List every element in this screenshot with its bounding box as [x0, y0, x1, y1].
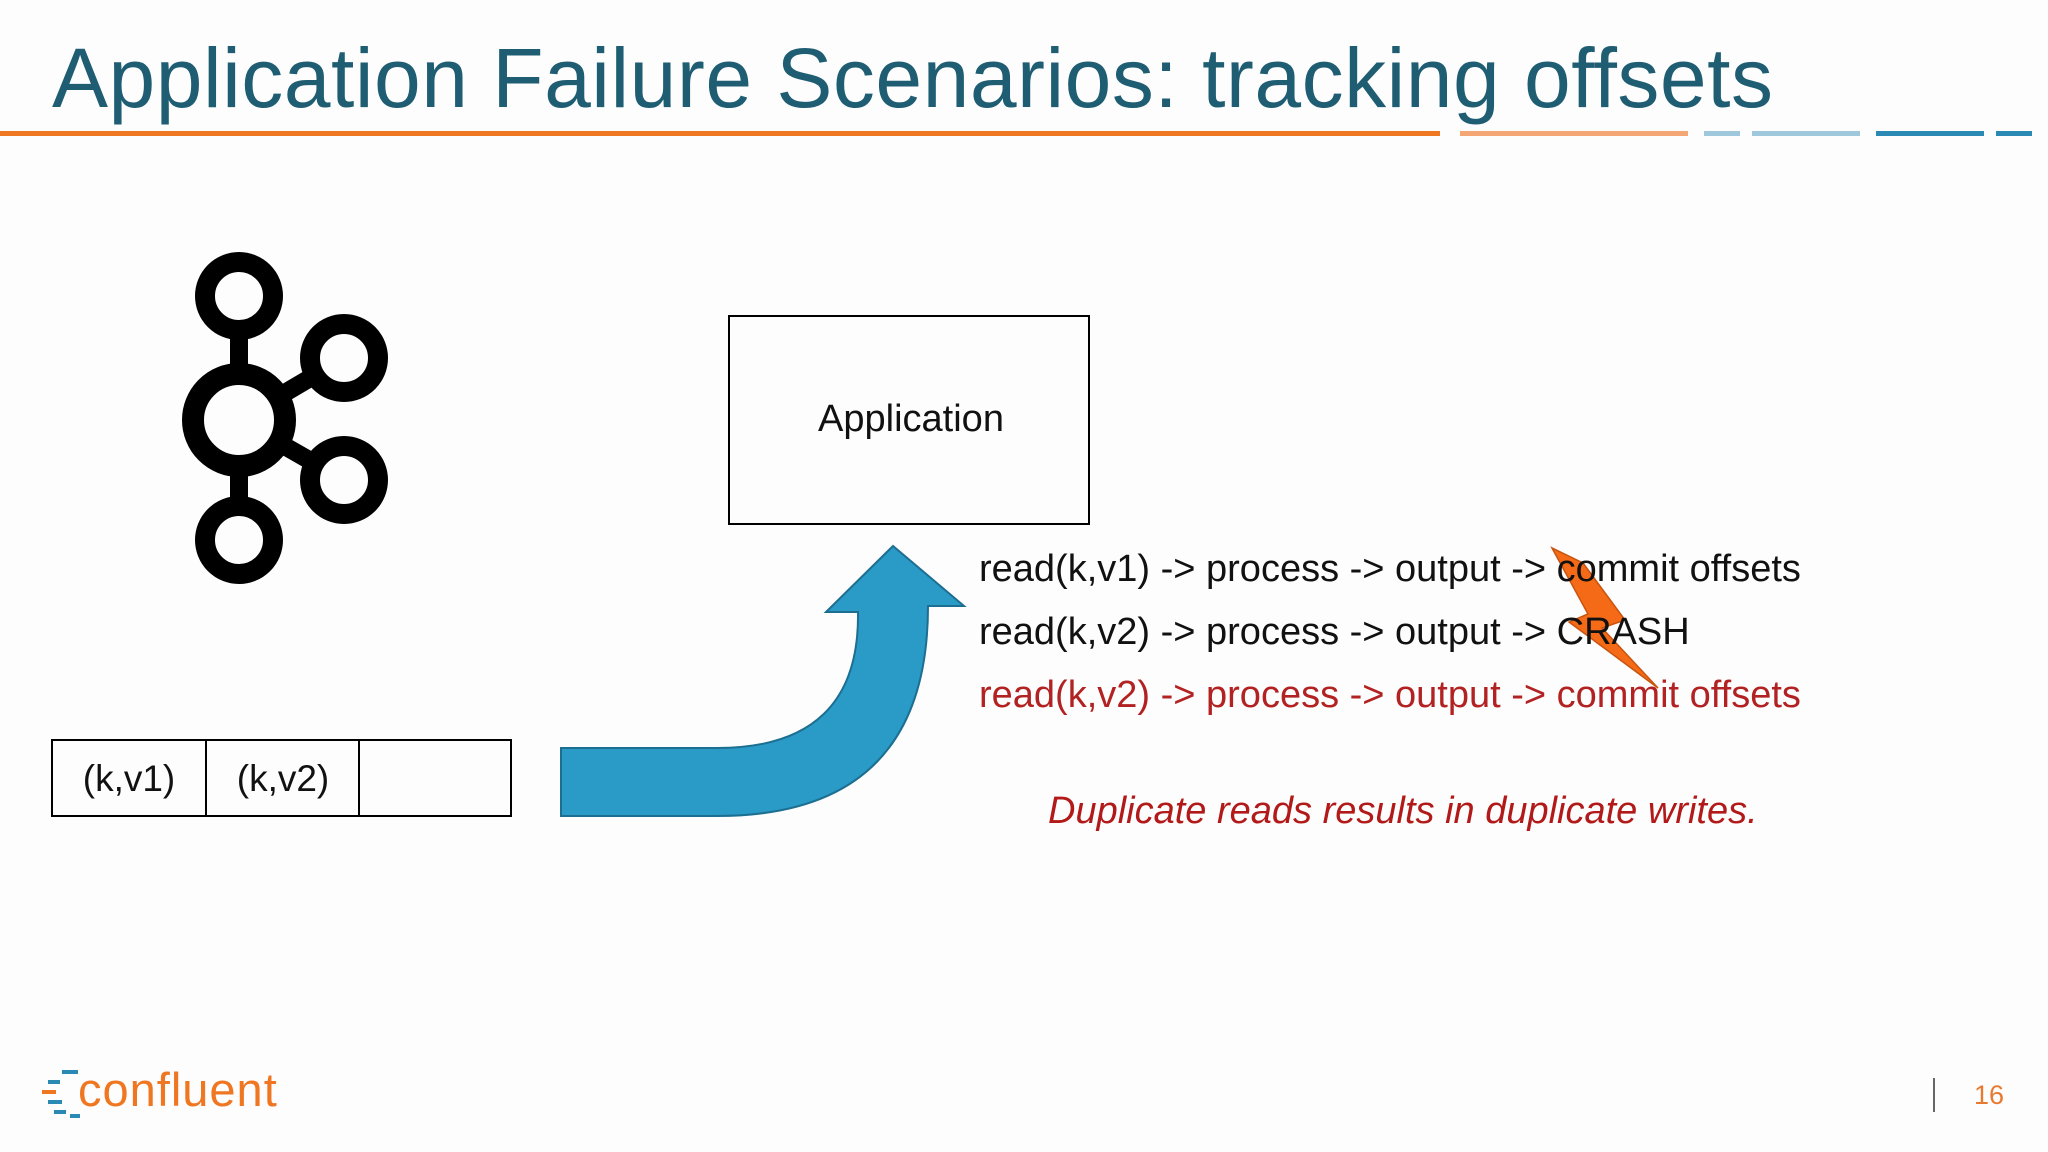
- title-rule-blue-1: [1876, 131, 1984, 136]
- log-cell-2: (k,v2): [236, 758, 330, 799]
- application-label: Application: [818, 397, 1004, 440]
- application-box: [728, 315, 1090, 525]
- title-rule-blue-2: [1996, 131, 2032, 136]
- confluent-logo-icon: [42, 1070, 80, 1118]
- confluent-logo-text: confluent: [78, 1063, 278, 1116]
- process-line-2: read(k,v2) -> process -> output -> CRASH: [979, 611, 1690, 653]
- log-cell-1: (k,v1): [82, 758, 176, 799]
- kafka-logo-icon: [182, 252, 388, 584]
- title-rule-blue-light-1: [1704, 131, 1740, 136]
- page-separator: [1933, 1078, 1935, 1112]
- title-rule-orange: [0, 131, 1440, 136]
- page-number: 16: [1974, 1080, 2005, 1110]
- duplicate-note: Duplicate reads results in duplicate wri…: [1048, 790, 1758, 832]
- process-line-1: read(k,v1) -> process -> output -> commi…: [979, 548, 1801, 590]
- lightning-bolt-icon: [1550, 546, 1659, 689]
- slide-title: Application Failure Scenarios: tracking …: [52, 31, 1774, 125]
- process-line-3: read(k,v2) -> process -> output -> commi…: [979, 674, 1801, 716]
- curved-up-arrow-icon: [560, 544, 967, 817]
- title-rule-orange-light: [1460, 131, 1688, 136]
- log-cell-3: [359, 742, 513, 816]
- log-array: [51, 739, 512, 817]
- title-rule-blue-light-2: [1752, 131, 1860, 136]
